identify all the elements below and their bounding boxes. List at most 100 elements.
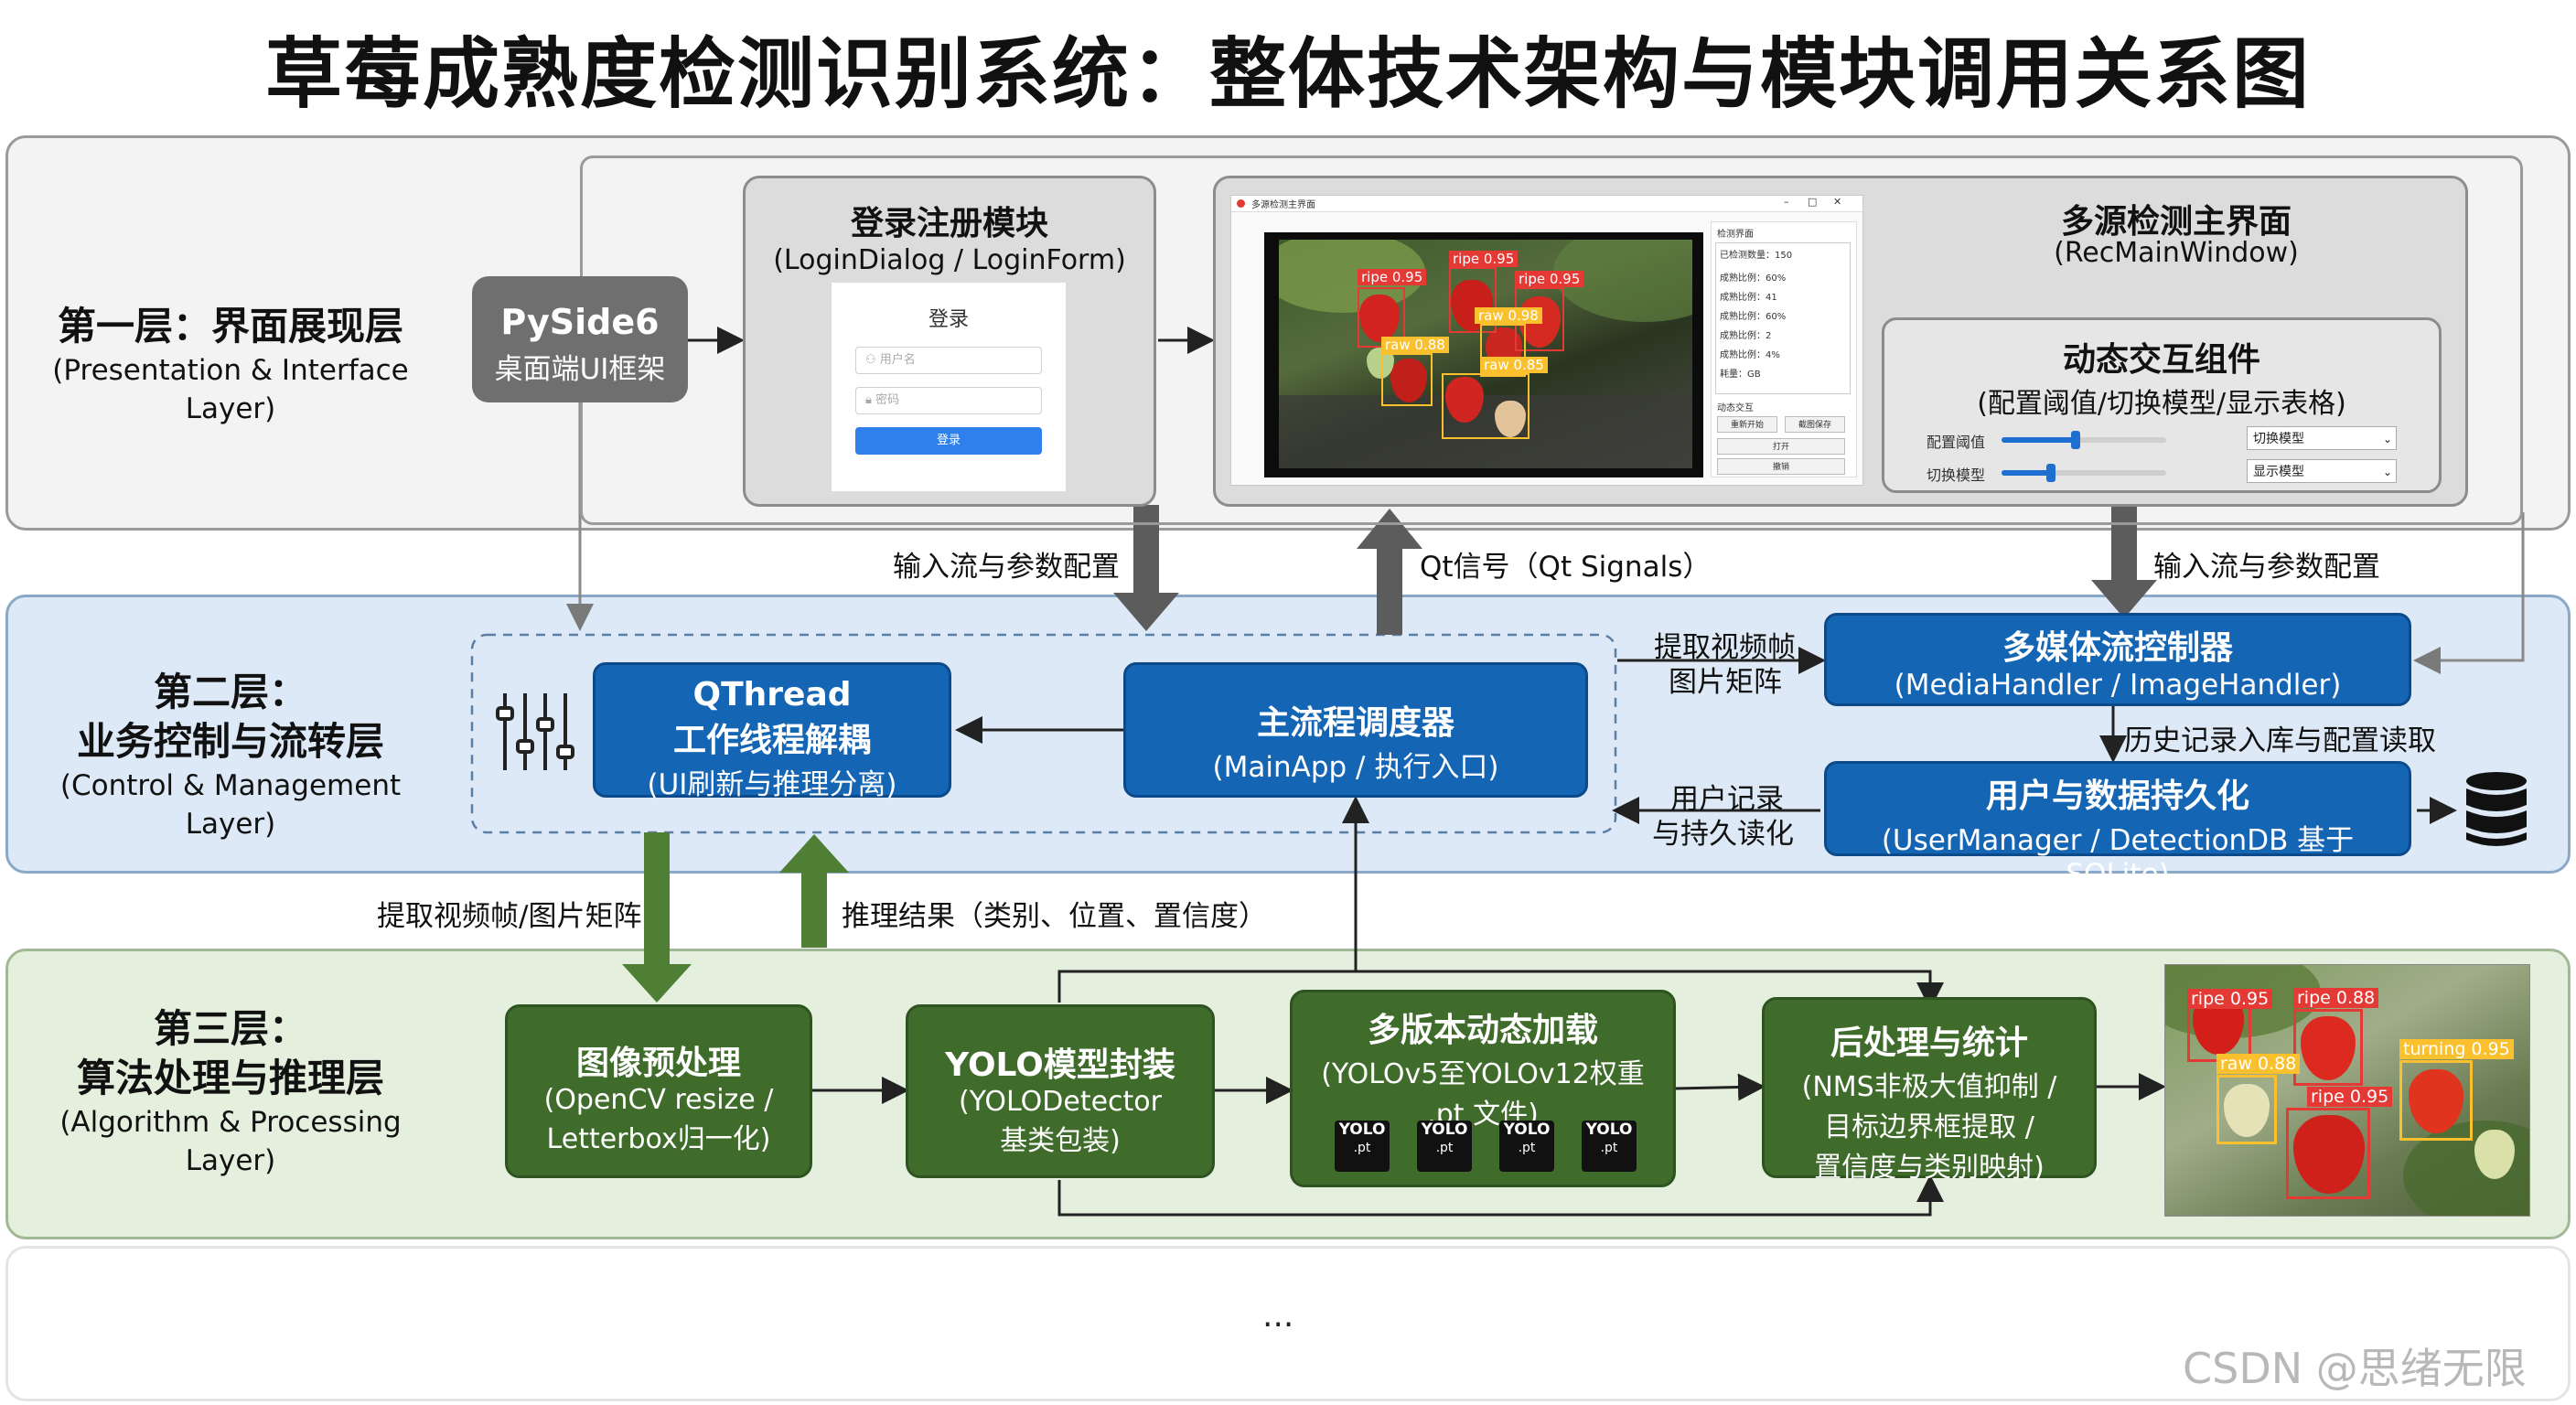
diagram-title: 草莓成熟度检测识别系统：整体技术架构与模块调用关系图 [264, 29, 2311, 119]
minimize-icon[interactable]: – [1784, 196, 1789, 208]
user-persistence-box: 用户与数据持久化 (UserManager / DetectionDB 基于 S… [1824, 761, 2411, 891]
plastic-mulch [1279, 395, 1692, 468]
yolo-file-name: YOLO [1338, 1121, 1386, 1139]
yolo-file-name: YOLO [1503, 1121, 1551, 1139]
login-module-title: 登录注册模块 [850, 205, 1048, 242]
slider-handle[interactable] [2046, 464, 2055, 482]
window-titlebar: 多源检测主界面 – □ ✕ [1231, 196, 1862, 212]
flow-label-infer-result: 推理结果（类别、位置、置信度） [842, 900, 1267, 933]
detection-label: ripe 0.95 [1358, 269, 1427, 285]
save-button[interactable]: 截图保存 [1785, 416, 1845, 433]
chevron-down-icon: ⌄ [2382, 466, 2392, 478]
pyside-title: PySide6 [500, 302, 660, 342]
main-window-sub: (RecMainWindow) [2054, 237, 2299, 269]
detection-image: ripe 0.95 ripe 0.95 ripe 0.95 raw 0.98 r… [1264, 232, 1703, 477]
switch-model-slider[interactable] [2002, 464, 2166, 482]
detection-box: ripe 0.88 [2293, 988, 2379, 1086]
stats-item: 耗量：GB [1720, 370, 1761, 380]
stats-item: 成熟比例：2 [1720, 331, 1772, 341]
user-title: 用户与数据持久化 [1985, 778, 2249, 815]
flow-label-qt-signals: Qt信号（Qt Signals） [1420, 551, 1712, 584]
result-image: ripe 0.95 ripe 0.88 raw 0.88 turning 0.9… [2164, 964, 2530, 1217]
flow-label-extract-down: 提取视频帧/图片矩阵 [377, 900, 642, 933]
detection-box: ripe 0.95 [1449, 251, 1519, 333]
threshold-slider[interactable] [2002, 431, 2166, 449]
detection-box: raw 0.98 [1475, 307, 1542, 377]
strawberry [1359, 295, 1400, 342]
control-layer-en: (Control & Management Layer) [59, 769, 402, 841]
ellipsis: ... [1262, 1297, 1294, 1335]
lock-icon: 🔒︎ [865, 393, 876, 407]
slider-handle[interactable] [2071, 431, 2080, 449]
stats-list: 已检测数量：150 成熟比例：60% 成熟比例：41 成熟比例：60% 成熟比例… [1715, 242, 1851, 394]
yolo-file-icon: YOLO .pt [1417, 1121, 1472, 1172]
login-button[interactable]: 登录 [855, 427, 1042, 455]
pyside-box: PySide6 桌面端UI框架 [472, 276, 688, 402]
detection-box: raw 0.88 [2216, 1054, 2301, 1144]
control-layer-cn2: 业务控制与流转层 [76, 719, 384, 764]
mainapp-sub: (MainApp / 执行入口) [1212, 751, 1499, 784]
detection-label: raw 0.85 [1480, 357, 1548, 373]
flow-label-input-left: 输入流与参数配置 [893, 551, 1120, 584]
slider-fill [2002, 437, 2076, 443]
model-select[interactable]: 切换模型 ⌄ [2247, 426, 2397, 450]
strawberry-unripe [2224, 1084, 2270, 1137]
open-button[interactable]: 打开 [1717, 438, 1845, 455]
display-select[interactable]: 显示模型 ⌄ [2247, 459, 2397, 483]
yolo-wrapper-box: YOLO模型封装 (YOLODetector 基类包装) [906, 1004, 1215, 1178]
password-field[interactable]: 🔒︎ 密码 [855, 387, 1042, 414]
detection-box: raw 0.88 [1381, 337, 1449, 406]
detection-box: ripe 0.95 [2286, 1087, 2393, 1199]
detection-label: ripe 0.88 [2293, 988, 2379, 1008]
detection-box: turning 0.95 [2399, 1039, 2514, 1141]
flow-label-extract-2: 图片矩阵 [1669, 666, 1782, 699]
multi-title: 多版本动态加载 [1367, 1012, 1598, 1049]
database-icon [2466, 772, 2527, 846]
presentation-layer-title: 第一层：界面展现层 (Presentation & Interface Laye… [13, 302, 448, 428]
yolo-file-icon: YOLO.pt [1499, 1121, 1554, 1172]
preprocess-box: 图像预处理 (OpenCV resize / Letterbox归一化) [505, 1004, 812, 1178]
restart-button[interactable]: 重新开始 [1717, 416, 1777, 433]
dynamic-component-title: 动态交互组件 [2062, 341, 2260, 379]
detection-box: raw 0.85 [1442, 357, 1548, 439]
yolo-sub1: (YOLODetector [959, 1086, 1162, 1118]
media-sub: (MediaHandler / ImageHandler) [1894, 669, 2342, 702]
yolo-file-ext: .pt [1435, 1141, 1454, 1155]
detection-box: ripe 0.95 [2187, 989, 2273, 1062]
chevron-down-icon: ⌄ [2382, 433, 2392, 445]
pyside-sub: 桌面端UI框架 [494, 353, 666, 386]
presentation-layer-en: (Presentation & Interface Layer) [52, 354, 409, 425]
algorithm-layer-title: 第三层： 算法处理与推理层 (Algorithm & Processing La… [13, 1004, 448, 1180]
qthread-box: QThread 工作线程解耦 (UI刷新与推理分离) [593, 662, 951, 801]
postprocess-box: 后处理与统计 (NMS非极大值抑制 / 目标边界框提取 / 置信度与类别映射) [1762, 997, 2097, 1184]
mainapp-title: 主流程调度器 [1256, 704, 1454, 742]
stats-item: 成熟比例：60% [1720, 312, 1787, 322]
close-icon[interactable]: ✕ [1833, 196, 1842, 208]
strawberry-unripe [1495, 401, 1526, 437]
main-window-screenshot: 多源检测主界面 – □ ✕ ripe 0.95 [1230, 195, 1863, 486]
dynamic-component-sub: (配置阈值/切换模型/显示表格) [1977, 388, 2346, 420]
media-title: 多媒体流控制器 [2002, 629, 2233, 667]
yolo-file-icon: YOLO.pt [1582, 1121, 1637, 1172]
extension-layer [5, 1246, 2571, 1401]
algorithm-layer-cn2: 算法处理与推理层 [76, 1056, 384, 1100]
maximize-icon[interactable]: □ [1808, 196, 1818, 208]
detection-label: ripe 0.95 [2187, 989, 2273, 1009]
control-layer-title: 第二层： 业务控制与流转层 (Control & Management Laye… [13, 668, 448, 843]
dynamic-component: 动态交互组件 (配置阈值/切换模型/显示表格) 配置阈值 切换模型 ⌄ 切换模型… [1882, 317, 2442, 493]
media-controller-box: 多媒体流控制器 (MediaHandler / ImageHandler) [1824, 613, 2411, 706]
yolo-file-name: YOLO [1421, 1121, 1468, 1139]
strawberry [2409, 1069, 2463, 1133]
yolo-file-icon: YOLO.pt [1335, 1121, 1390, 1172]
undo-button[interactable]: 撤销 [1717, 458, 1845, 475]
flow-label-input-right: 输入流与参数配置 [2153, 551, 2380, 584]
detection-label: turning 0.95 [2399, 1039, 2514, 1059]
detection-label: ripe 0.95 [1449, 251, 1519, 267]
username-field[interactable]: ⚇ 用户名 [855, 347, 1042, 374]
login-module-sub: (LoginDialog / LoginForm) [773, 244, 1126, 276]
model-select-value: 切换模型 [2253, 432, 2304, 446]
yolo-file-ext: .pt [1600, 1141, 1618, 1155]
qthread-sub: (UI刷新与推理分离) [647, 768, 897, 801]
algorithm-layer-cn1: 第三层： [153, 1006, 307, 1051]
display-select-value: 显示模型 [2253, 465, 2304, 479]
